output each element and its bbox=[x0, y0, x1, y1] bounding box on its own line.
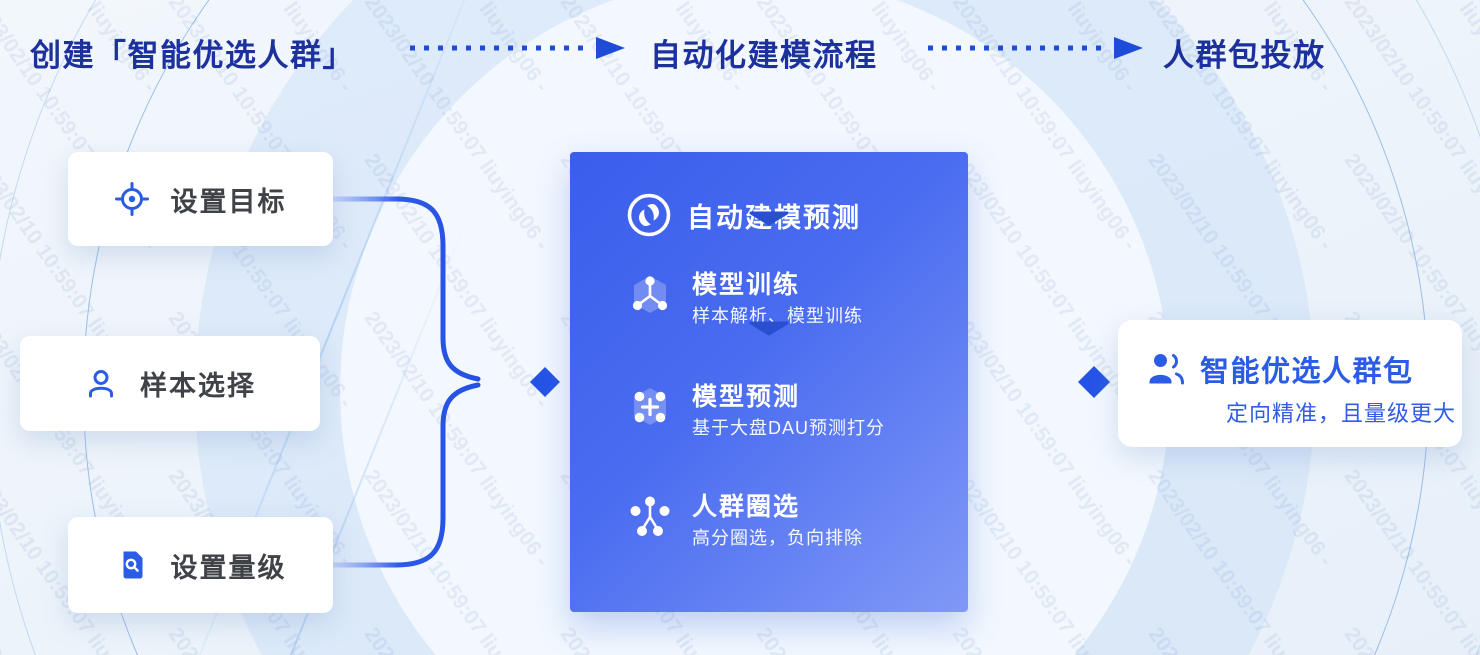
watermark-text: 2023/02/10 10:59:07 liuying06 - bbox=[53, 623, 358, 655]
target-icon bbox=[114, 182, 149, 216]
diamond-arrow-icon bbox=[530, 367, 560, 397]
connector-top bbox=[330, 196, 481, 382]
card-label: 设置目标 bbox=[170, 186, 287, 217]
brand-logo-icon bbox=[627, 193, 671, 237]
molecule-icon bbox=[632, 276, 668, 313]
card-audience-package: 智能优选人群包 定向精准，且量级更大 bbox=[1118, 320, 1462, 447]
model-step-predict: 模型预测 基于大盘DAU预测打分 bbox=[626, 383, 885, 439]
card-set-goal: 设置目标 bbox=[68, 152, 333, 246]
card-sample-select: 样本选择 bbox=[20, 336, 320, 431]
header-step-modeling: 自动化建模流程 bbox=[650, 38, 878, 73]
watermark-text: 2023/02/10 10:59:07 liuying06 - bbox=[1339, 465, 1480, 655]
header-step-delivery: 人群包投放 bbox=[1163, 38, 1326, 73]
output-card-desc: 定向精准，且量级更大 bbox=[1226, 401, 1457, 426]
watermark-text: 2023/02/10 10:59:07 liuying06 - bbox=[1033, 623, 1338, 655]
card-label: 设置量级 bbox=[170, 552, 287, 583]
cluster-icon bbox=[630, 496, 670, 536]
watermark-text: 2023/02/10 10:59:07 liuying06 - bbox=[837, 623, 1142, 655]
dotted-arrow-icon bbox=[928, 37, 1143, 59]
watermark-text: 2023/02/10 10:59:07 liuying06 - bbox=[249, 623, 554, 655]
step-title: 模型训练 bbox=[692, 271, 801, 299]
doc-magnifier-icon bbox=[123, 551, 142, 579]
header-step-create: 创建「智能优选人群」 bbox=[30, 38, 355, 73]
step-desc: 高分圈选，负向排除 bbox=[692, 528, 863, 548]
card-label: 样本选择 bbox=[140, 371, 256, 401]
user-icon bbox=[89, 369, 113, 397]
connector-bottom bbox=[330, 382, 481, 568]
watermark-text: 2023/02/10 10:59:07 liuying06 - bbox=[1143, 465, 1338, 655]
watermark-text: 2023/02/10 10:59:07 liuying06 - bbox=[1229, 623, 1480, 655]
watermark-text: 2023/02/10 10:59:07 liuying06 - bbox=[0, 623, 161, 655]
watermark-text: 2023/02/10 10:59:07 liuying06 - bbox=[641, 623, 946, 655]
chevron-down-icon bbox=[749, 211, 789, 226]
model-step-segment: 人群圈选 高分圈选，负向排除 bbox=[626, 493, 863, 549]
audience-group-icon bbox=[1149, 354, 1184, 385]
output-card-header: 智能优选人群包 bbox=[1147, 348, 1414, 390]
diamond-arrow-icon bbox=[1078, 366, 1110, 398]
output-card-title: 智能优选人群包 bbox=[1200, 356, 1414, 388]
step-title: 人群圈选 bbox=[692, 493, 801, 521]
card-set-volume: 设置量级 bbox=[68, 517, 333, 613]
model-card-header: 自动建模预测 bbox=[626, 192, 861, 238]
model-step-training: 模型训练 样本解析、模型训练 bbox=[626, 271, 863, 327]
step-title: 模型预测 bbox=[692, 383, 801, 411]
dotted-arrow-icon bbox=[410, 37, 625, 59]
nodes-plus-icon bbox=[634, 388, 666, 425]
step-desc: 基于大盘DAU预测打分 bbox=[692, 418, 886, 438]
watermark-text: 2023/02/10 10:59:07 liuying06 - bbox=[445, 623, 750, 655]
chevron-down-icon bbox=[749, 321, 789, 336]
